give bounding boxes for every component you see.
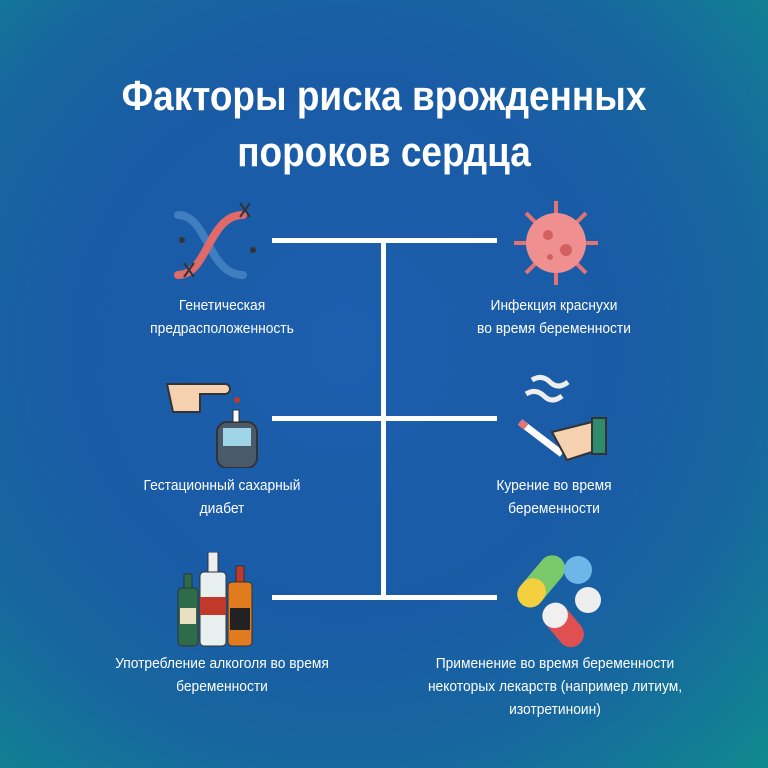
label-line: Употребление алкоголя во время: [115, 655, 329, 672]
factor-label-diabetes: Гестационный сахарный диабет: [84, 474, 360, 520]
label-line: Инфекция краснухи: [490, 297, 618, 314]
glucometer-icon: [165, 383, 258, 468]
label-line: изотретиноин): [509, 701, 601, 718]
label-line: беременности: [176, 678, 268, 695]
label-line: Применение во время беременности: [435, 655, 675, 672]
connector-vertical: [381, 238, 386, 600]
factor-label-medications: Применение во время беременности некотор…: [385, 652, 725, 721]
factor-label-alcohol: Употребление алкоголя во время беременно…: [84, 652, 360, 698]
label-line: предрасположенность: [150, 320, 294, 337]
label-line: некоторых лекарств (например литиум,: [427, 678, 683, 695]
page-title: Факторы риска врожденных пороков сердца: [46, 68, 722, 180]
alcohol-bottles-icon: [177, 552, 253, 647]
label-line: Гестационный сахарный: [143, 477, 301, 494]
label-line: диабет: [199, 500, 245, 517]
title-line-2: пороков сердца: [237, 128, 531, 175]
virus-icon: [514, 201, 598, 285]
label-line: беременности: [508, 500, 600, 517]
label-line: Курение во время: [496, 477, 612, 494]
dna-icon: [174, 202, 256, 279]
label-line: Генетическая: [178, 297, 266, 314]
factor-label-smoking: Курение во время беременности: [416, 474, 692, 520]
pills-icon: [517, 555, 601, 648]
label-line: во время беременности: [477, 320, 631, 337]
cigarette-icon: [517, 374, 607, 462]
factor-label-genetic: Генетическая предрасположенность: [84, 294, 360, 340]
factor-label-rubella: Инфекция краснухи во время беременности: [416, 294, 692, 340]
title-line-1: Факторы риска врожденных: [121, 72, 647, 119]
